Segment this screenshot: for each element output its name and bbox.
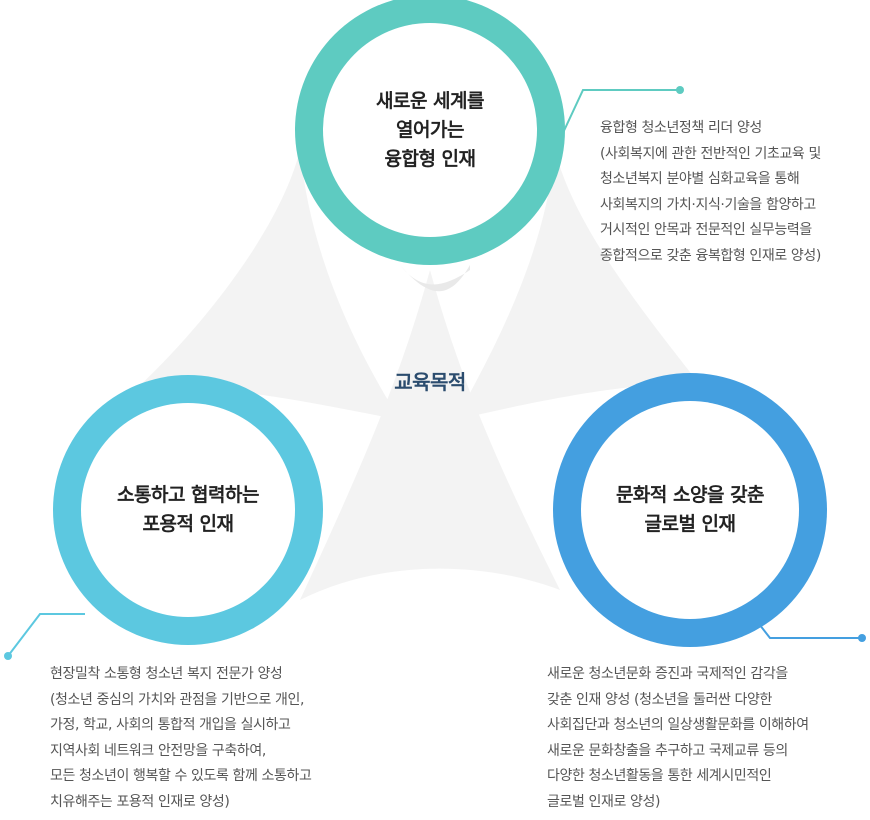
description-line: 새로운 청소년문화 증진과 국제적인 감각을: [547, 666, 788, 682]
title-line: 문화적 소양을 갖춘: [615, 484, 765, 506]
description-line: 종합적으로 갖춘 융복합형 인재로 양성): [600, 247, 821, 264]
description-line: (청소년 중심의 가치와 관점을 기반으로 개인,: [50, 691, 305, 708]
connector-right-dot: [858, 634, 866, 642]
description-line: 지역사회 네트워크 안전망을 구축하여,: [50, 742, 266, 759]
description-line: 치유해주는 포용적 인재로 양성): [50, 793, 230, 810]
goal-circle-top-inner: [323, 23, 537, 237]
title-line: 열어가는: [396, 118, 464, 141]
description-line: 사회집단과 청소년의 일상생활문화를 이해하여: [547, 717, 809, 733]
description-line: 청소년복지 분야별 심화교육을 통해: [600, 171, 800, 187]
description-line: 사회복지의 가치·지식·기술을 함양하고: [600, 196, 816, 213]
petal-top-right: [455, 150, 700, 420]
center-overlap: [400, 265, 470, 292]
petal-bottom: [300, 270, 560, 600]
goal-title-left: 소통하고 협력하는 포용적 인재: [78, 460, 298, 560]
center-label: 교육목적: [394, 370, 466, 394]
description-line: 글로벌 인재로 양성): [547, 793, 661, 810]
title-line: 융합형 인재: [384, 147, 476, 170]
description-line: 현장밀착 소통형 청소년 복지 전문가 양성: [50, 666, 283, 682]
petal-top-left: [135, 150, 400, 420]
title-line: 포용적 인재: [142, 513, 234, 535]
title-line: 새로운 세계를: [376, 89, 485, 112]
goal-description-left: 현장밀착 소통형 청소년 복지 전문가 양성 (청소년 중심의 가치와 관점을 …: [50, 662, 312, 815]
description-line: 다양한 청소년활동을 통한 세계시민적인: [547, 768, 772, 784]
goal-title-top: 새로운 세계를 열어가는 융합형 인재: [330, 60, 530, 200]
description-line: (사회복지에 관한 전반적인 기초교육 및: [600, 145, 821, 162]
goal-title-right: 문화적 소양을 갖춘 글로벌 인재: [580, 460, 800, 560]
description-line: 융합형 청소년정책 리더 양성: [600, 120, 762, 136]
description-line: 거시적인 안목과 전문적인 실무능력을: [600, 222, 812, 238]
connector-left: [7, 613, 85, 657]
description-line: 새로운 문화창출을 추구하고 국제교류 등의: [547, 742, 788, 759]
goal-description-top: 융합형 청소년정책 리더 양성 (사회복지에 관한 전반적인 기초교육 및 청소…: [600, 116, 821, 269]
description-line: 가정, 학교, 사회의 통합적 개입을 실시하고: [50, 717, 291, 733]
connector-top-dot: [676, 86, 684, 94]
connector-left-dot: [4, 652, 12, 660]
goal-description-right: 새로운 청소년문화 증진과 국제적인 감각을 갖춘 인재 양성 (청소년을 둘러…: [547, 662, 809, 815]
title-line: 소통하고 협력하는: [117, 484, 259, 506]
description-line: 모든 청소년이 행복할 수 있도록 함께 소통하고: [50, 768, 312, 784]
goal-circle-right-inner: [581, 401, 799, 619]
description-line: 갖춘 인재 양성 (청소년을 둘러싼 다양한: [547, 691, 772, 708]
title-line: 글로벌 인재: [644, 513, 736, 535]
goal-circle-left-inner: [81, 403, 295, 617]
